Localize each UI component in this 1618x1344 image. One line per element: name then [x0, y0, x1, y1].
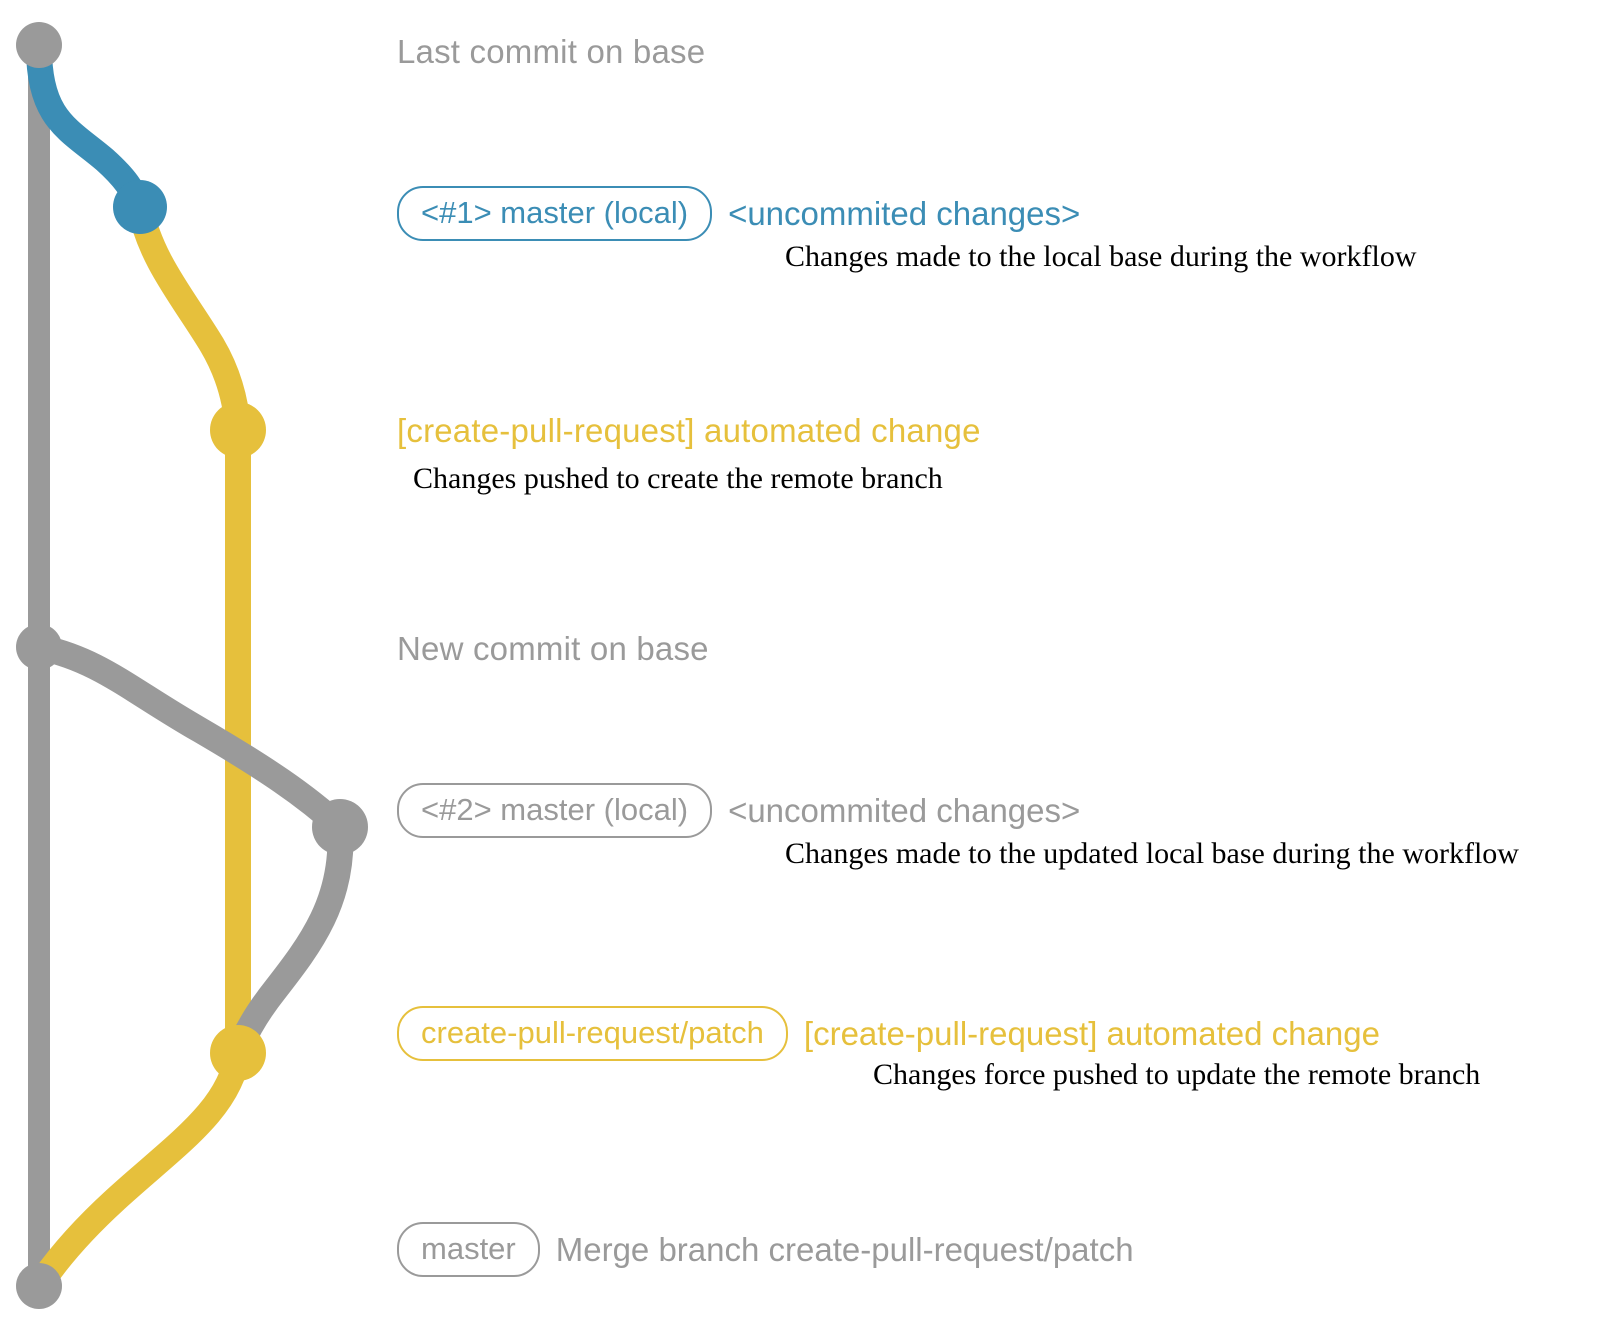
commit-row-master-merge: master Merge branch create-pull-request/… — [397, 1222, 1134, 1277]
commit-node-local-1[interactable] — [113, 180, 167, 234]
commit-row-patch-1: [create-pull-request] automated change — [397, 412, 981, 450]
commit-node-local-2[interactable] — [312, 799, 368, 855]
ref-badge-master-local-1[interactable]: <#1> master (local) — [397, 186, 713, 241]
commit-node-patch-2[interactable] — [210, 1025, 266, 1081]
commit-subject-patch-1: [create-pull-request] automated change — [397, 412, 981, 449]
edge-patch-2-to-master — [26, 1040, 251, 1299]
commit-description-local-1: Changes made to the local base during th… — [785, 240, 1417, 273]
ref-badge-master[interactable]: master — [397, 1222, 540, 1277]
commit-description-patch-1: Changes pushed to create the remote bran… — [413, 462, 943, 495]
commit-subject-new-commit-on-base: New commit on base — [397, 630, 709, 667]
commit-subject-local-2: <uncommited changes> — [728, 791, 1081, 829]
commit-subject-local-1: <uncommited changes> — [728, 194, 1081, 232]
commit-subject-last-commit-on-base: Last commit on base — [397, 33, 706, 70]
ref-badge-master-local-2[interactable]: <#2> master (local) — [397, 783, 713, 838]
commit-row-new-commit-on-base: New commit on base — [397, 630, 709, 668]
commit-description-patch-2: Changes force pushed to update the remot… — [873, 1058, 1481, 1091]
commit-row-local-1: <#1> master (local) <uncommited changes> — [397, 186, 1080, 241]
edge-base-new-to-local-2 — [26, 634, 353, 840]
ref-badge-create-pull-request-patch[interactable]: create-pull-request/patch — [397, 1006, 788, 1061]
commit-node-master-merge[interactable] — [16, 1263, 62, 1309]
commit-node-base-new[interactable] — [16, 624, 62, 670]
commit-node-base-last[interactable] — [16, 22, 62, 68]
commit-node-patch-1[interactable] — [210, 402, 266, 458]
commit-row-last-commit-on-base: Last commit on base — [397, 33, 705, 71]
commit-row-patch-2: create-pull-request/patch [create-pull-r… — [397, 1006, 1380, 1061]
commit-subject-patch-2: [create-pull-request] automated change — [803, 1014, 1380, 1052]
commit-subject-master-merge: Merge branch create-pull-request/patch — [555, 1230, 1134, 1268]
edge-local-1-to-patch-1 — [127, 194, 251, 443]
commit-row-local-2: <#2> master (local) <uncommited changes> — [397, 783, 1080, 838]
commit-description-local-2: Changes made to the updated local base d… — [785, 837, 1519, 870]
